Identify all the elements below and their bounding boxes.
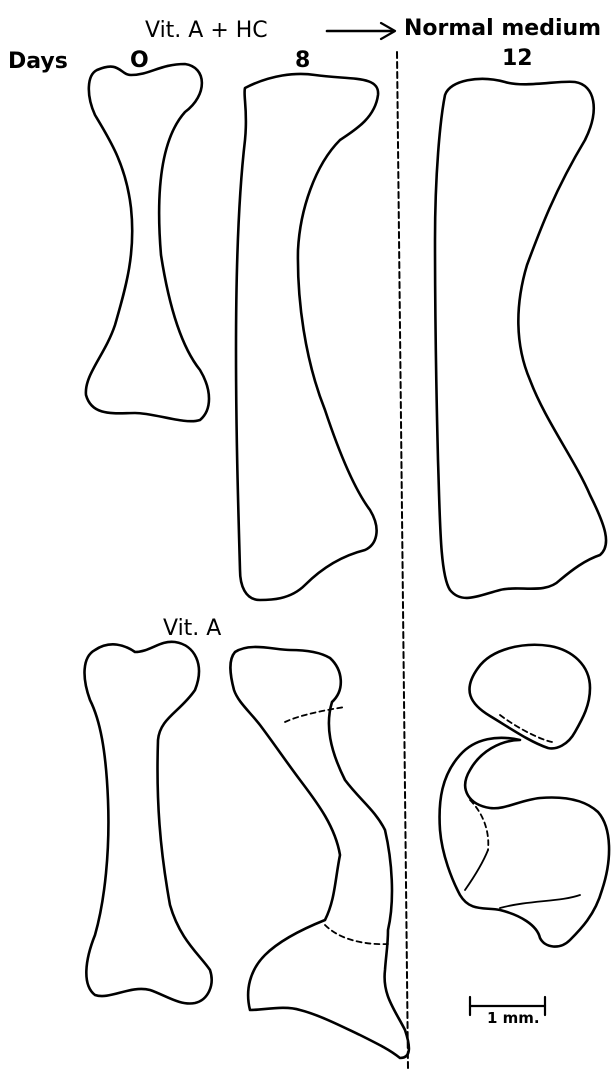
bone-vitA-day8-upper-seam [285, 707, 345, 722]
bone-vitA-day12 [440, 645, 610, 947]
transfer-medium-label: Normal medium [404, 18, 601, 40]
bone-vitA-hc-day8 [236, 74, 378, 600]
day-0-label: O [130, 50, 149, 72]
day-12-label: 12 [502, 48, 533, 70]
days-axis-label: Days [8, 51, 68, 73]
bone-vitA-hc-day0 [86, 64, 209, 421]
transfer-divider-line [397, 52, 408, 1068]
bone-vitA-day8 [230, 647, 409, 1058]
treatment-label-vitA: Vit. A [163, 618, 221, 640]
transfer-arrow-icon [327, 23, 395, 39]
bone-vitA-day8-lower-seam [325, 925, 388, 944]
scale-bar-label: 1 mm. [487, 1011, 540, 1026]
treatment-label-vitA-hc: Vit. A + HC [145, 20, 268, 42]
bone-vitA-hc-day12 [435, 79, 606, 598]
bone-vitA-day0 [85, 642, 212, 1004]
day-8-label: 8 [295, 50, 310, 72]
